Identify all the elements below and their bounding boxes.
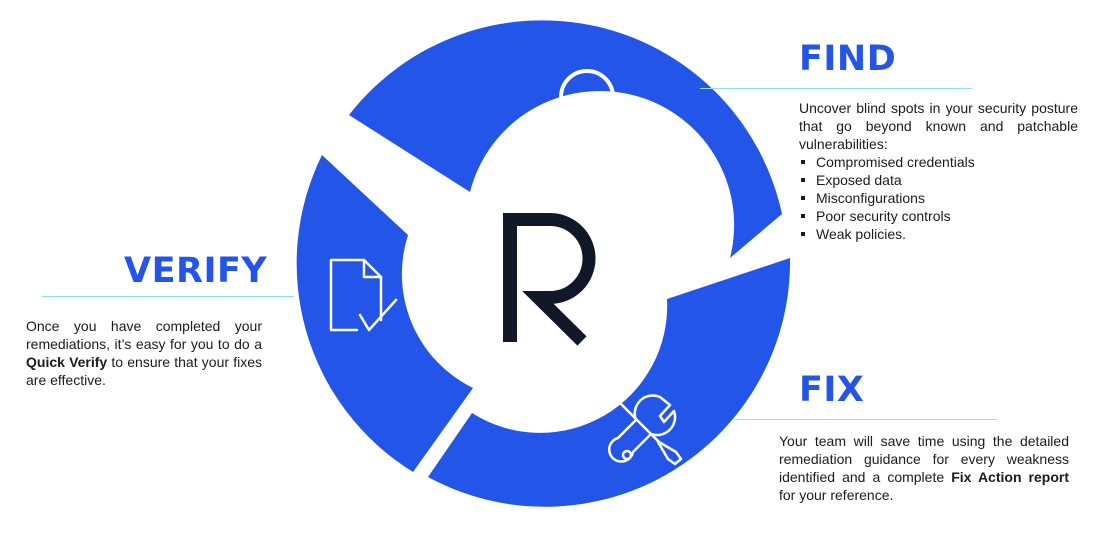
magnifier-handle	[603, 114, 636, 146]
list-item: Compromised credentials	[800, 153, 1078, 171]
document-check-icon	[329, 258, 398, 332]
verify-text-start: Once you have completed your remediation…	[26, 318, 262, 352]
verify-link-text: Quick Verify	[26, 354, 108, 370]
document-fold	[362, 258, 383, 279]
fix-report-text: Fix Action report	[951, 469, 1069, 485]
magnifier-lens	[559, 69, 615, 125]
verify-title: VERIFY	[124, 251, 268, 291]
check-mark	[358, 298, 398, 332]
fix-description: Your team will save time using the detai…	[779, 432, 1069, 504]
fix-text-start: Your team will save time using the detai…	[779, 433, 1069, 485]
list-item: Exposed data	[800, 171, 1078, 189]
list-item: Weak policies.	[800, 225, 1078, 243]
find-rule	[700, 88, 972, 89]
list-item: Poor security controls	[800, 207, 1078, 225]
fix-segment	[428, 258, 791, 507]
wrench-hole	[621, 449, 633, 461]
logo-bowl	[517, 213, 596, 346]
logo-stem	[503, 213, 517, 342]
wrench	[608, 394, 677, 463]
find-description: Uncover blind spots in your security pos…	[799, 100, 1078, 152]
screwdriver	[610, 400, 683, 466]
fix-title: FIX	[799, 370, 865, 410]
verify-text-end: to ensure that your fixes are effective.	[26, 354, 262, 388]
document-outline	[329, 258, 383, 332]
verify-rule	[42, 296, 294, 297]
wrench-screwdriver-icon	[608, 394, 683, 466]
find-list: Compromised credentials Exposed data Mis…	[800, 153, 1078, 243]
fix-text-end: for your reference.	[779, 487, 894, 503]
verify-description: Once you have completed your remediation…	[26, 317, 262, 389]
r-logo-icon	[503, 213, 596, 346]
fix-rule	[735, 419, 997, 420]
list-item: Misconfigurations	[800, 189, 1078, 207]
find-title: FIND	[799, 39, 897, 79]
magnifier-icon	[559, 69, 636, 146]
find-segment	[349, 20, 782, 259]
